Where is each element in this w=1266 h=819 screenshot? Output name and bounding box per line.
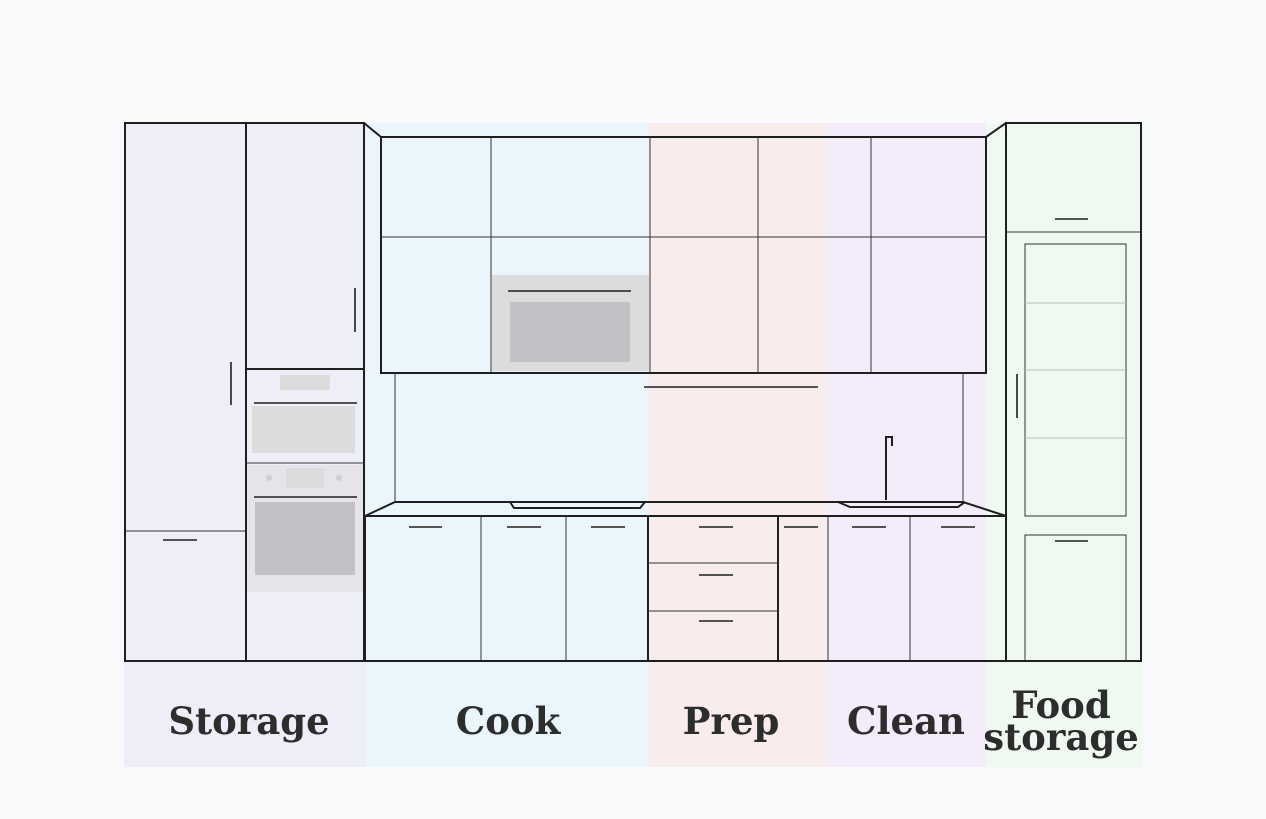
zone-bg-prep xyxy=(648,123,826,767)
sink xyxy=(837,436,966,508)
microwave-oven xyxy=(252,375,357,453)
built-in-microwave xyxy=(492,275,649,371)
zone-label-food-storage-line2: storage xyxy=(983,715,1138,759)
zone-label-food-storage-line1: Food xyxy=(1011,683,1110,727)
cooktop xyxy=(509,501,646,509)
zone-bg-clean xyxy=(826,123,986,767)
zone-bg-food-storage xyxy=(986,123,1142,767)
oven-tower xyxy=(245,122,365,662)
zone-backgrounds xyxy=(124,123,1142,767)
zone-label-clean: Clean xyxy=(847,699,965,743)
zone-labels: Storage Cook Prep Clean Food storage xyxy=(168,683,1138,759)
upper-cabinets xyxy=(380,136,987,374)
zone-label-prep: Prep xyxy=(683,699,780,743)
faucet xyxy=(885,436,893,500)
wall-oven xyxy=(247,465,363,592)
zone-label-storage: Storage xyxy=(168,699,329,743)
zone-label-cook: Cook xyxy=(456,699,562,743)
zone-bg-cook xyxy=(366,123,648,767)
backsplash xyxy=(394,373,964,502)
